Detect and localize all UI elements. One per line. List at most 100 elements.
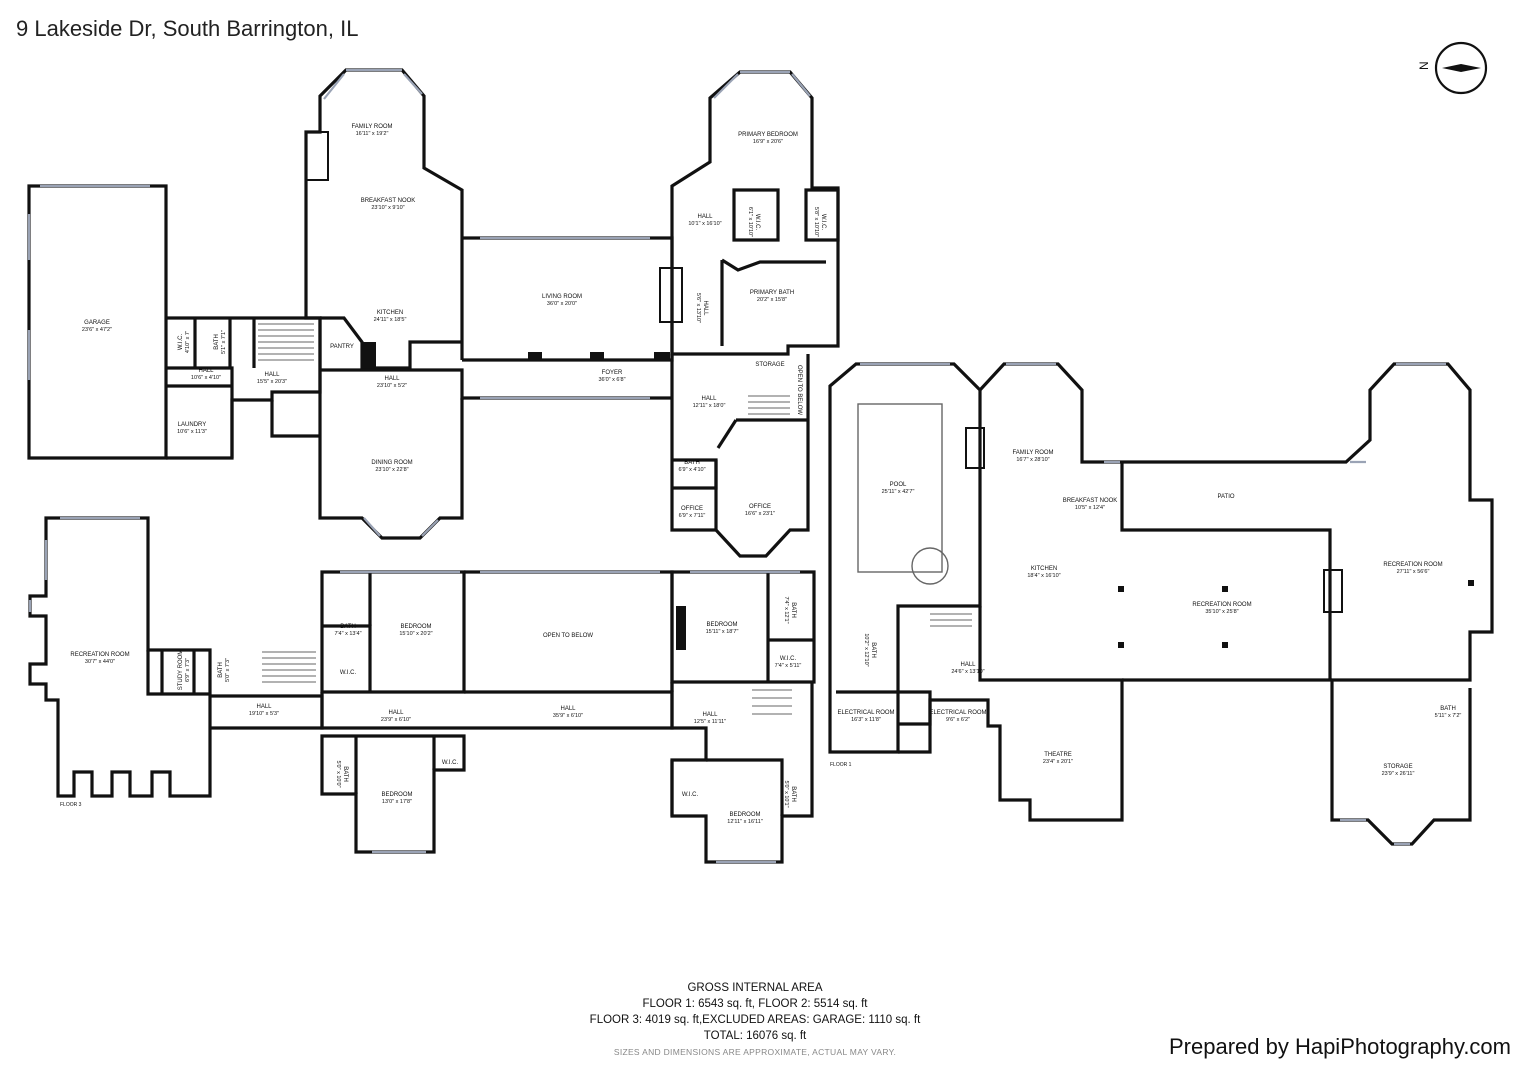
gross-area-line2: FLOOR 3: 4019 sq. ft,EXCLUDED AREAS: GAR… — [589, 1014, 921, 1026]
room-dimensions: 25'11" x 42'7" — [882, 489, 915, 495]
room-name: BATH — [684, 460, 700, 466]
room-dimensions: 30'7" x 44'0" — [85, 659, 115, 665]
room-dimensions: 18'4" x 16'10" — [1027, 573, 1060, 579]
room-name: BEDROOM — [381, 792, 412, 798]
room-dimensions: 23'10" x 9'10" — [371, 205, 404, 211]
room-label-open-below-b: OPEN TO BELOW — [543, 633, 593, 639]
room-label-wic-a: W.I.C.4'10" x 7' — [178, 331, 191, 353]
room-dimensions: 23'9" x 26'11" — [1382, 771, 1415, 777]
room-label-open-below-a: OPEN TO BELOW — [796, 365, 802, 415]
windows — [27, 68, 1446, 864]
room-dimensions: 16'9" x 20'6" — [753, 139, 783, 145]
room-name: W.I.C. — [442, 760, 459, 766]
room-name: HALL — [560, 706, 576, 712]
room-label-wic-b: W.I.C.6'1" x 10'10" — [747, 207, 760, 237]
room-name: W.I.C. — [178, 334, 184, 351]
room-name: HALL — [264, 372, 280, 378]
room-name: BATH — [342, 766, 348, 782]
room-name: HALL — [960, 662, 976, 668]
room-name: FAMILY ROOM — [351, 124, 392, 130]
room-dimensions: 10'1" x 16'10" — [688, 221, 721, 227]
gross-area-heading: GROSS INTERNAL AREA — [687, 982, 823, 994]
room-dimensions: 10'2" x 12'10" — [863, 633, 869, 666]
room-dimensions: 35'10" x 25'8" — [1205, 609, 1238, 615]
room-label-pantry: PANTRY — [330, 344, 354, 350]
room-dimensions: 12'11" x 18'0" — [693, 403, 726, 409]
room-name: LIVING ROOM — [542, 294, 582, 300]
gross-area-block: GROSS INTERNAL AREA FLOOR 1: 6543 sq. ft… — [520, 980, 990, 1060]
room-name: BEDROOM — [400, 624, 431, 630]
room-dimensions: 12'11" x 16'11" — [727, 819, 763, 825]
gross-area-line3: TOTAL: 16076 sq. ft — [703, 1030, 807, 1042]
room-name: HALL — [697, 214, 713, 220]
room-name: KITCHEN — [377, 310, 403, 316]
room-dimensions: 6'1" x 10'10" — [747, 207, 753, 237]
room-label-storage-small: STORAGE — [755, 362, 784, 368]
room-dimensions: 5'8" x 10'10" — [813, 207, 819, 237]
room-name: BEDROOM — [706, 622, 737, 628]
room-name: OPEN TO BELOW — [796, 365, 802, 415]
office-block-outline — [670, 354, 810, 558]
room-dimensions: 6'9" x 7'3" — [185, 658, 191, 682]
room-name: BATH — [214, 334, 220, 350]
room-name: GARAGE — [84, 320, 110, 326]
room-dimensions: 23'10" x 5'2" — [377, 383, 407, 389]
room-name: LAUNDRY — [178, 422, 207, 428]
room-name: W.I.C. — [780, 656, 797, 662]
room-dimensions: 10'6" x 4'10" — [191, 375, 221, 381]
room-name: BATH — [340, 624, 356, 630]
room-dimensions: 13'0" x 17'8" — [382, 799, 412, 805]
room-dimensions: 24'6" x 13'10" — [951, 669, 984, 675]
floor3-rec-outline — [28, 516, 212, 798]
room-name: FAMILY ROOM — [1012, 450, 1053, 456]
room-name: KITCHEN — [1031, 566, 1057, 572]
photographer-credit: Prepared by HapiPhotography.com — [1168, 1034, 1511, 1059]
room-name: W.I.C. — [682, 792, 699, 798]
room-dimensions: 36'0" x 6'8" — [598, 377, 625, 383]
room-name: ELECTRICAL ROOM — [929, 710, 986, 716]
fireplaces — [305, 131, 1343, 613]
room-dimensions: 4'10" x 7' — [185, 331, 191, 353]
room-name: BATH — [1440, 706, 1456, 712]
walls — [27, 68, 1494, 864]
room-name: DINING ROOM — [371, 460, 412, 466]
room-dimensions: 16'11" x 19'2" — [356, 131, 389, 137]
room-dimensions: 15'10" x 20'2" — [399, 631, 432, 637]
room-name: PATIO — [1217, 494, 1234, 500]
room-name: PRIMARY BATH — [750, 290, 794, 296]
room-name: OFFICE — [681, 506, 703, 512]
room-name: RECREATION ROOM — [1192, 602, 1251, 608]
room-dimensions: 24'11" x 18'5" — [374, 317, 407, 323]
room-label-wic-f: W.I.C. — [442, 760, 459, 766]
room-name: RECREATION ROOM — [70, 652, 129, 658]
room-label-wic-g: W.I.C. — [682, 792, 699, 798]
room-name: THEATRE — [1044, 752, 1072, 758]
primary-suite-outline — [670, 70, 840, 356]
room-name: BEDROOM — [729, 812, 760, 818]
room-name: PANTRY — [330, 344, 354, 350]
